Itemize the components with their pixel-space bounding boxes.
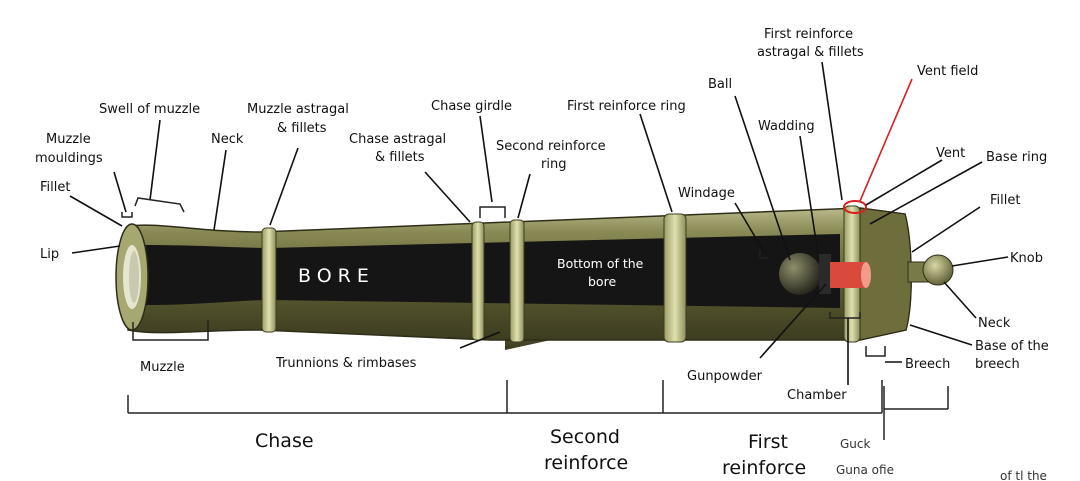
section-brackets: [127, 380, 949, 440]
label-second-reinforce-ring-2: ring: [541, 157, 566, 172]
label-partial-2: Guna ofie: [836, 463, 894, 477]
label-muzzle: Muzzle: [140, 360, 185, 375]
label-bottom-of-bore-2: bore: [588, 274, 616, 289]
label-bore: BORE: [298, 265, 375, 287]
vent-field-marker: [843, 200, 867, 214]
label-vent: Vent: [936, 146, 965, 161]
label-trunnions: Trunnions & rimbases: [275, 356, 417, 371]
label-base-of-breech-2: breech: [975, 357, 1020, 372]
label-muzzle-astragal-2: & fillets: [277, 121, 327, 136]
label-first-reinforce-ring: First reinforce ring: [567, 99, 686, 114]
label-first-reinforce-astragal-1: First reinforce: [764, 27, 853, 42]
gunpowder: [830, 262, 866, 288]
label-fillet-front: Fillet: [40, 180, 70, 195]
label-fillet-rear: Fillet: [990, 193, 1020, 208]
cascabel-knob: [907, 254, 954, 286]
label-chase-astragal-2: & fillets: [375, 150, 425, 165]
label-chamber: Chamber: [787, 388, 847, 403]
wadding: [819, 254, 831, 294]
label-second-reinforce-ring-1: Second reinforce: [496, 139, 606, 154]
label-gunpowder: Gunpowder: [687, 369, 763, 384]
label-first-reinforce-astragal-2: astragal & fillets: [757, 45, 864, 60]
leader-lines: [69, 61, 1009, 385]
label-bottom-of-bore-1: Bottom of the: [557, 256, 644, 271]
label-base-of-breech-1: Base of the: [975, 339, 1049, 354]
label-vent-field: Vent field: [917, 64, 978, 79]
cannonball: [779, 253, 821, 295]
label-base-ring: Base ring: [986, 150, 1047, 165]
label-muzzle-astragal-1: Muzzle astragal: [247, 102, 349, 117]
label-neck-front: Neck: [211, 132, 244, 147]
label-lip: Lip: [40, 247, 59, 262]
label-first-reinforce-1: First: [748, 431, 788, 453]
label-chase-girdle: Chase girdle: [431, 99, 512, 114]
muzzle-face: [115, 223, 149, 331]
label-wadding: Wadding: [758, 119, 815, 134]
label-knob: Knob: [1010, 251, 1043, 266]
label-second-reinforce-1: Second: [550, 426, 620, 448]
label-partial-1: Guck: [840, 437, 871, 451]
label-first-reinforce-2: reinforce: [722, 457, 806, 479]
label-second-reinforce-2: reinforce: [544, 452, 628, 474]
label-partial-3: of tl the: [1000, 469, 1047, 481]
label-muzzle-mouldings-1: Muzzle: [46, 132, 91, 147]
label-swell-of-muzzle: Swell of muzzle: [99, 102, 200, 117]
label-windage: Windage: [678, 186, 735, 201]
label-ball: Ball: [708, 77, 732, 92]
label-neck-rear: Neck: [978, 316, 1011, 331]
label-chase: Chase: [255, 430, 314, 452]
label-chase-astragal-1: Chase astragal: [349, 132, 446, 147]
label-breech: Breech: [905, 357, 950, 372]
label-muzzle-mouldings-2: mouldings: [35, 151, 103, 166]
